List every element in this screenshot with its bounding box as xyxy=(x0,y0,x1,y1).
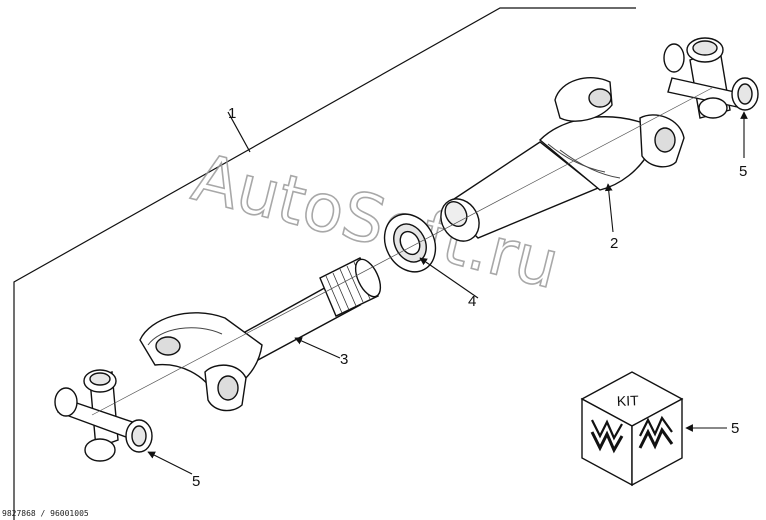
reference-number: 9827868 / 96001005 xyxy=(2,509,89,518)
assembly-bracket xyxy=(13,7,636,520)
universal-cross-lower xyxy=(54,369,153,462)
slip-yoke-tube xyxy=(440,77,685,242)
callout-4: 4 xyxy=(468,293,476,310)
leader-lines xyxy=(91,87,748,475)
callout-3: 3 xyxy=(340,351,348,368)
dust-seal-ring xyxy=(383,213,437,273)
callout-5-upper: 5 xyxy=(739,163,747,180)
callout-5-lower: 5 xyxy=(192,473,200,490)
kit-label: KIT xyxy=(617,392,640,409)
callout-5-kit: 5 xyxy=(731,420,739,437)
splined-shaft-yoke xyxy=(139,257,382,412)
kit-box xyxy=(580,371,684,487)
callout-2: 2 xyxy=(610,235,618,252)
universal-cross-upper xyxy=(663,37,759,119)
callout-1: 1 xyxy=(228,105,236,122)
